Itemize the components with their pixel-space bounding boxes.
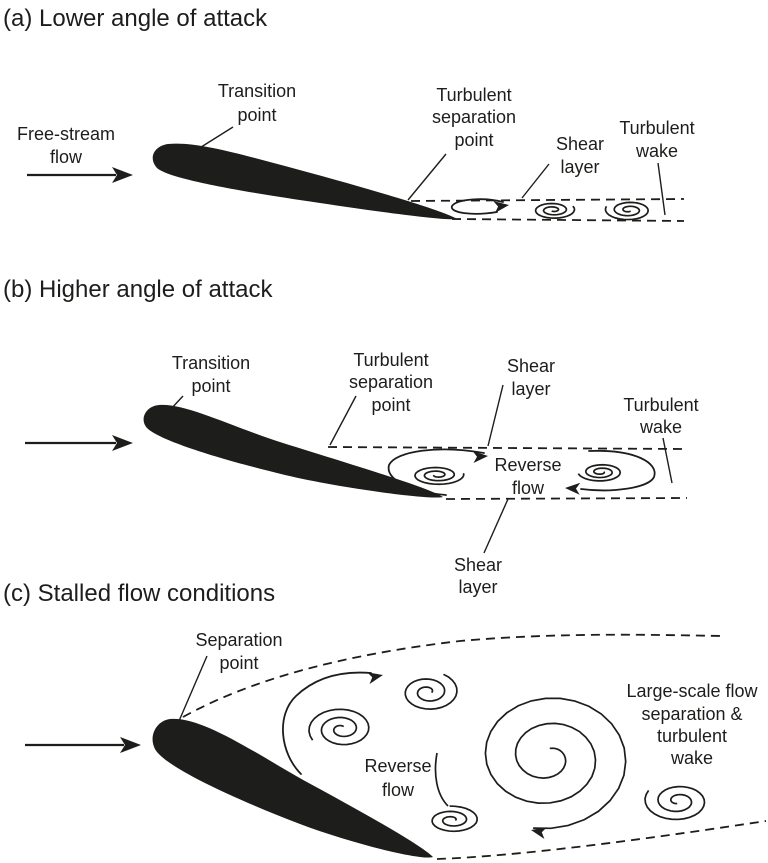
wake-vortex-icon <box>606 202 649 219</box>
large-scale-wake-label-c2: separation & <box>641 704 742 724</box>
shear-layer-label-a1: Shear <box>556 134 604 154</box>
turbulent-wake-label-b1: Turbulent <box>623 395 698 415</box>
wake-leader-b <box>662 437 673 484</box>
turbulent-wake-label-a1: Turbulent <box>619 118 694 138</box>
transition-point-label-a2: point <box>237 105 276 125</box>
airfoil-a <box>152 143 457 220</box>
recirculation-loop-left-b <box>387 448 485 496</box>
vortex-tail-c <box>435 753 448 806</box>
wake-recirculation-loop-a <box>451 198 504 215</box>
turbulent-separation-label-a3: point <box>454 130 493 150</box>
vortex-icon <box>432 806 477 831</box>
separation-leader-a <box>407 153 447 201</box>
panel-c-title: (c) Stalled flow conditions <box>3 580 275 607</box>
panel-a-title: (a) Lower angle of attack <box>3 5 268 32</box>
separation-leader-b <box>329 395 357 446</box>
free-stream-label-line1: Free-stream <box>17 124 115 144</box>
transition-point-label-b1: Transition <box>172 353 250 373</box>
arrowhead-icon <box>529 824 547 839</box>
transition-point-label-a1: Transition <box>218 81 296 101</box>
vortex-icon <box>415 468 464 485</box>
panel-b: (b) Higher angle of attack Transition po… <box>3 276 699 597</box>
transition-point-label-b2: point <box>191 376 230 396</box>
turbulent-separation-label-b2: separation <box>349 372 433 392</box>
shear-layer-bottom-label-b2: layer <box>458 577 497 597</box>
airfoil-b <box>143 404 443 498</box>
transition-leader-a <box>197 126 234 150</box>
reverse-flow-label-b1: Reverse <box>494 455 561 475</box>
separation-leader-c <box>178 655 208 722</box>
shear-layer-top-label-b1: Shear <box>507 356 555 376</box>
turbulent-wake-label-b2: wake <box>639 417 682 437</box>
turbulent-wake-label-a2: wake <box>635 141 678 161</box>
panel-a: (a) Lower angle of attack Free-stream fl… <box>3 5 695 222</box>
large-scale-wake-label-c1: Large-scale flow <box>626 681 758 701</box>
shear-layer-bottom-label-b1: Shear <box>454 555 502 575</box>
vortex-icon <box>309 709 369 744</box>
airfoil-c <box>152 718 433 858</box>
large-vortex-icon <box>485 698 625 828</box>
wake-vortex-icon <box>536 204 575 219</box>
reverse-flow-label-b2: flow <box>512 478 545 498</box>
shear-layer-label-a2: layer <box>560 157 599 177</box>
shear-top-leader-b <box>487 384 504 447</box>
shear-bottom-leader-b <box>483 498 509 554</box>
shear-layer-dashed-bottom-a <box>451 218 685 222</box>
vortex-icon <box>405 674 457 709</box>
separation-dashed-top-c <box>182 633 724 718</box>
vortex-icon <box>645 787 705 820</box>
turbulent-separation-label-a1: Turbulent <box>436 85 511 105</box>
separation-point-label-c2: point <box>219 653 258 673</box>
shear-layer-dashed-top-b <box>327 446 688 450</box>
recirculation-loop-right-b <box>580 449 656 492</box>
turbulent-separation-label-b3: point <box>371 395 410 415</box>
free-stream-label-line2: flow <box>50 147 83 167</box>
panel-c: (c) Stalled flow conditions Separation p… <box>3 580 767 860</box>
shear-leader-a <box>521 163 550 199</box>
panel-b-title: (b) Higher angle of attack <box>3 276 273 303</box>
reverse-flow-label-c2: flow <box>382 780 415 800</box>
large-scale-wake-label-c3: turbulent <box>657 726 727 746</box>
shear-layer-dashed-top-a <box>410 198 685 202</box>
arrowhead-icon <box>367 669 385 684</box>
separation-point-label-c1: Separation <box>195 630 282 650</box>
turbulent-separation-label-b1: Turbulent <box>353 350 428 370</box>
arrowhead-icon <box>564 482 581 495</box>
wake-leader-a <box>657 162 666 216</box>
vortex-icon <box>578 465 620 481</box>
large-scale-wake-label-c4: wake <box>670 748 713 768</box>
transition-leader-b <box>169 395 184 411</box>
turbulent-separation-label-a2: separation <box>432 107 516 127</box>
flow-arrow-top-c <box>282 671 372 775</box>
wake-dashed-bottom-c <box>436 820 767 860</box>
shear-layer-dashed-bottom-b <box>445 497 688 500</box>
shear-layer-top-label-b2: layer <box>511 379 550 399</box>
reverse-flow-label-c1: Reverse <box>364 756 431 776</box>
